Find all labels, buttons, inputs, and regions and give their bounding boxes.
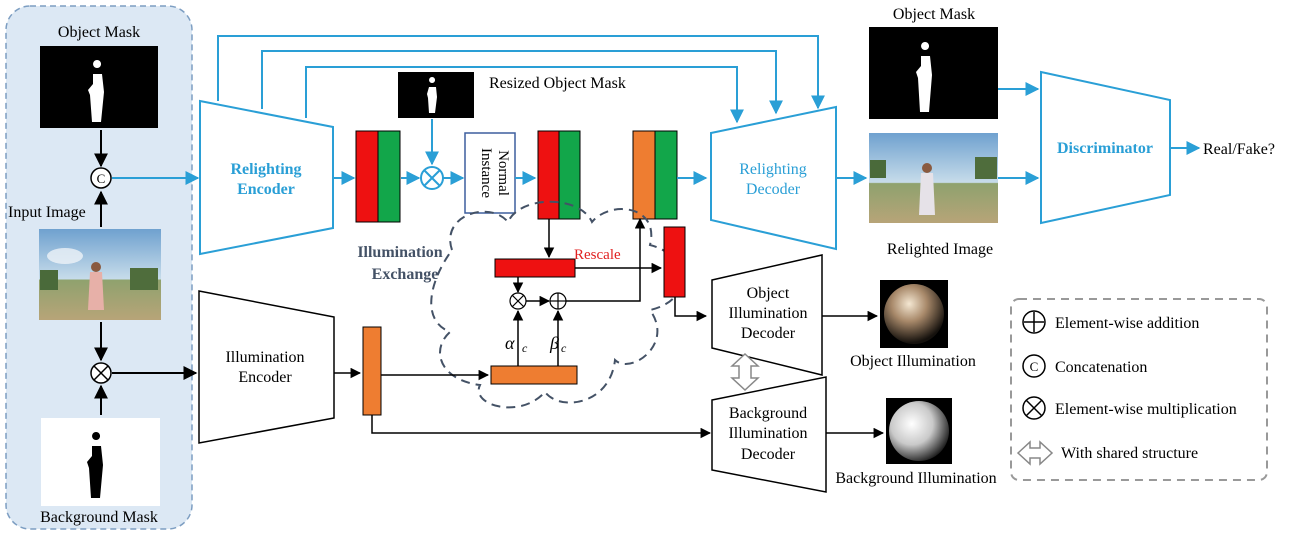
background-illumination-sphere bbox=[886, 398, 952, 464]
svg-text:c: c bbox=[522, 341, 528, 355]
background-illumination-label: Background Illumination bbox=[835, 470, 996, 487]
multiply-operator-top bbox=[420, 166, 444, 190]
input-object-mask-image bbox=[40, 46, 158, 128]
legend-multiply-icon bbox=[1022, 396, 1046, 420]
background-mask-label: Background Mask bbox=[40, 509, 158, 526]
instance-normal-block: Instance Normal bbox=[464, 132, 516, 214]
svg-text:Relighting: Relighting bbox=[739, 161, 807, 178]
relighting-encoder-feature bbox=[355, 130, 401, 223]
skip-connection-1 bbox=[217, 35, 825, 110]
shared-structure-arrow-icon bbox=[730, 352, 760, 392]
rescale-feature bbox=[494, 258, 576, 278]
svg-text:Decoder: Decoder bbox=[741, 446, 796, 463]
svg-text:Normal: Normal bbox=[495, 150, 511, 196]
legend-shared-icon bbox=[1016, 440, 1054, 466]
illumination-encoder: Illumination Encoder bbox=[198, 290, 335, 444]
svg-text:Encoder: Encoder bbox=[237, 181, 295, 198]
relighted-image bbox=[869, 133, 998, 223]
illumination-exchange-label-2: Exchange bbox=[372, 266, 439, 283]
legend-concat-icon: C bbox=[1022, 354, 1046, 378]
illumination-exchange-label-1: Illumination bbox=[357, 244, 442, 261]
svg-text:Illumination: Illumination bbox=[225, 349, 304, 366]
relighting-decoder: Relighting Decoder bbox=[710, 105, 837, 251]
svg-text:C: C bbox=[97, 171, 106, 186]
add-operator-exchange bbox=[549, 292, 567, 310]
svg-text:Encoder: Encoder bbox=[238, 369, 292, 386]
svg-text:c: c bbox=[561, 341, 567, 355]
discriminator: Discriminator bbox=[1040, 70, 1171, 225]
svg-text:Object: Object bbox=[747, 285, 790, 302]
resized-mask-label: Resized Object Mask bbox=[489, 75, 626, 92]
object-illumination-sphere bbox=[880, 280, 948, 348]
rescale-label: Rescale bbox=[574, 247, 621, 263]
beta-label: β c bbox=[549, 333, 567, 355]
legend-multiply-label: Element-wise multiplication bbox=[1055, 401, 1237, 418]
output-object-mask-image bbox=[869, 27, 998, 119]
svg-text:Illumination: Illumination bbox=[728, 425, 807, 442]
svg-text:Background: Background bbox=[729, 405, 807, 422]
illumination-exchange-cloud bbox=[430, 200, 683, 409]
output-object-mask-label: Object Mask bbox=[893, 6, 975, 23]
legend-addition-icon bbox=[1022, 310, 1046, 334]
legend-shared-label: With shared structure bbox=[1061, 445, 1198, 462]
svg-text:β: β bbox=[549, 333, 559, 353]
svg-text:Relighting: Relighting bbox=[230, 161, 301, 178]
multiply-operator-input bbox=[90, 362, 112, 384]
svg-text:C: C bbox=[1030, 359, 1039, 374]
background-illumination-decoder: Background Illumination Decoder bbox=[711, 376, 827, 493]
resized-object-mask-image bbox=[398, 72, 474, 118]
real-fake-output-label: Real/Fake? bbox=[1203, 141, 1275, 158]
normalized-feature bbox=[537, 130, 581, 220]
relighted-image-label: Relighted Image bbox=[887, 241, 993, 258]
input-image-label: Input Image bbox=[8, 204, 86, 221]
background-mask-image bbox=[41, 418, 160, 506]
svg-text:Decoder: Decoder bbox=[741, 325, 796, 342]
svg-text:Instance: Instance bbox=[478, 148, 494, 198]
skip-connection-3 bbox=[305, 66, 744, 124]
object-illumination-decoder: Object Illumination Decoder bbox=[711, 254, 823, 376]
illumination-code-feature bbox=[490, 365, 578, 385]
exchanged-feature bbox=[632, 130, 678, 220]
multiply-operator-exchange bbox=[509, 292, 527, 310]
legend-box bbox=[1010, 298, 1268, 481]
illumination-encoder-feature bbox=[362, 326, 382, 416]
alpha-label: α c bbox=[505, 333, 528, 355]
object-illumination-label: Object Illumination bbox=[850, 353, 976, 370]
skip-connection-2 bbox=[261, 50, 783, 115]
svg-text:Illumination: Illumination bbox=[728, 305, 807, 322]
concat-operator: C bbox=[90, 167, 112, 189]
legend-concat-label: Concatenation bbox=[1055, 359, 1147, 376]
relighting-encoder: Relighting Encoder bbox=[199, 99, 334, 256]
input-object-mask-label: Object Mask bbox=[58, 24, 140, 41]
svg-text:Decoder: Decoder bbox=[746, 181, 801, 198]
svg-text:α: α bbox=[505, 333, 515, 353]
svg-text:Discriminator: Discriminator bbox=[1057, 140, 1153, 157]
rescaled-feature bbox=[663, 226, 686, 298]
input-image bbox=[39, 229, 161, 320]
legend-addition-label: Element-wise addition bbox=[1055, 315, 1199, 332]
